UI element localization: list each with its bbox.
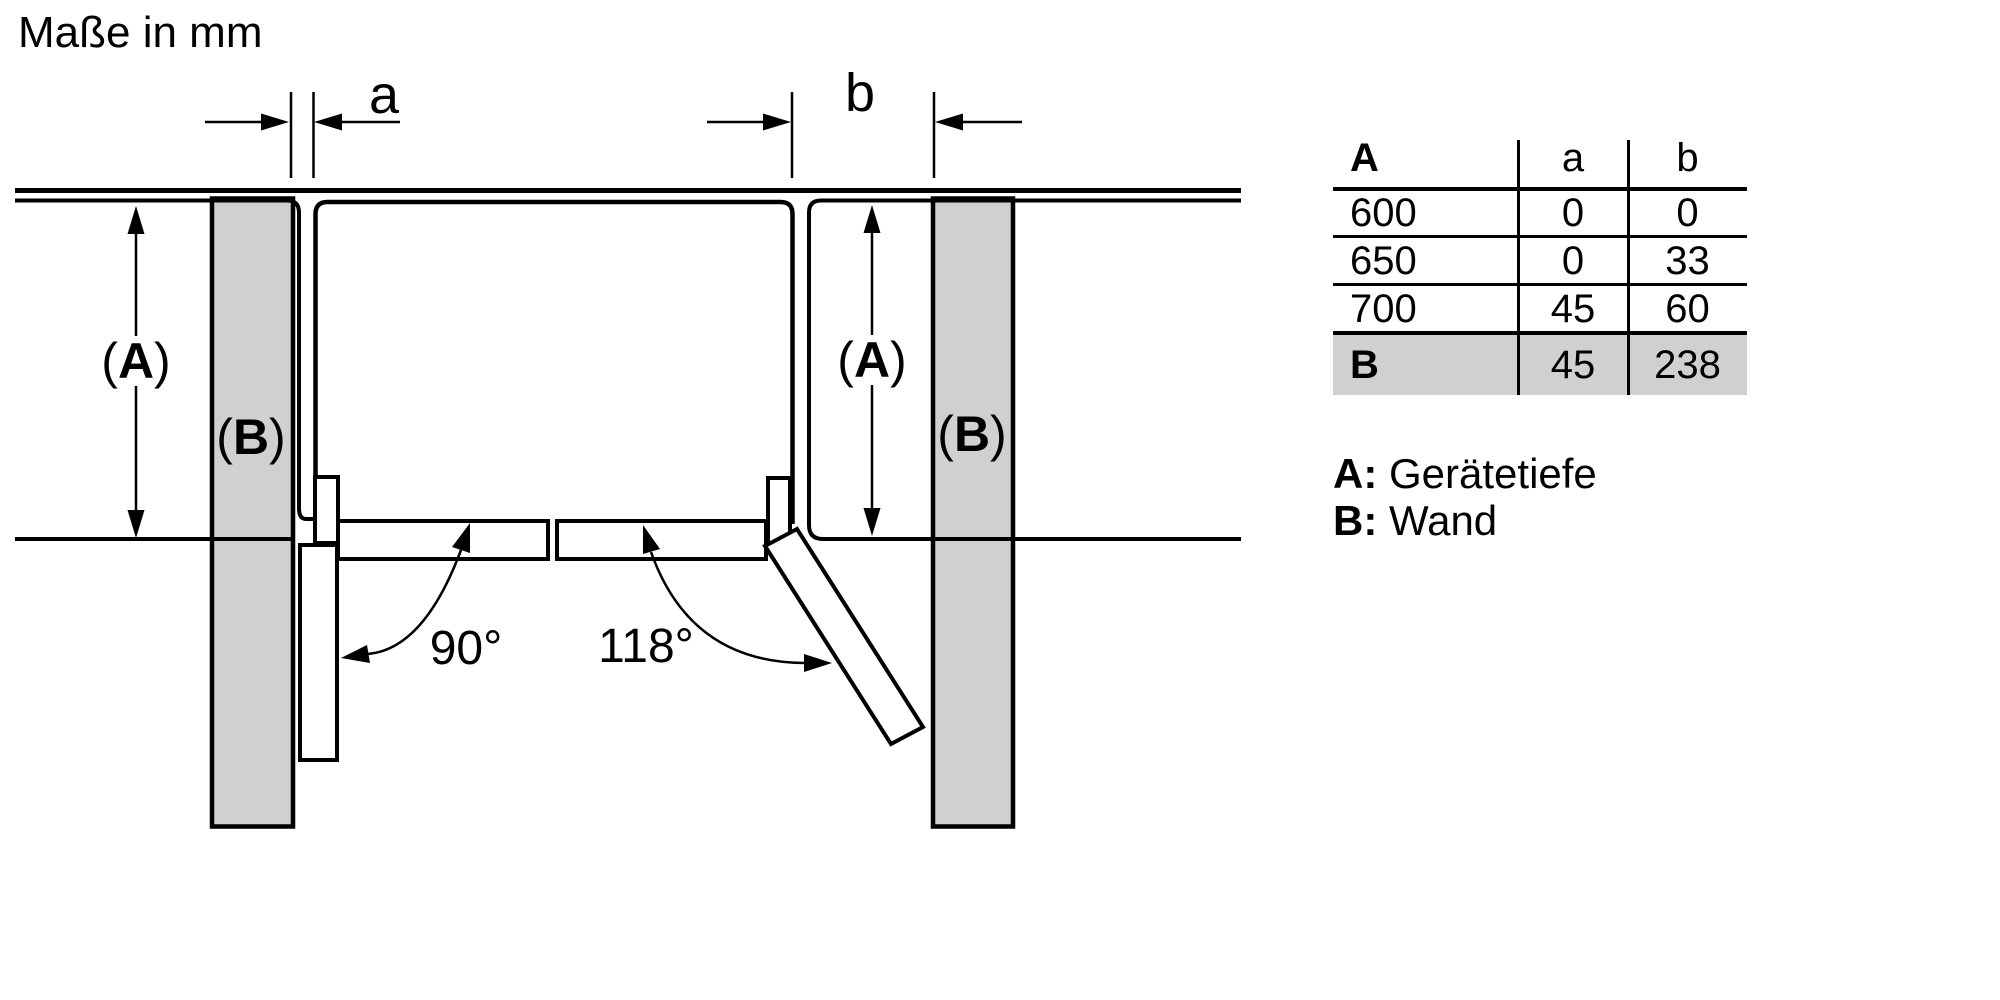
cell-depth: 600 <box>1350 190 1417 235</box>
table-row-highlighted: B 45 238 <box>1333 335 1747 395</box>
door-right-open-118 <box>762 526 926 747</box>
depth-letter: A <box>853 332 891 388</box>
cell-a: 45 <box>1550 342 1596 387</box>
table-column-separator <box>1626 140 1630 395</box>
dim-depth-right-arrowhead-up <box>863 205 881 233</box>
table-row: 700 45 60 <box>1333 286 1747 332</box>
cell-depth: 650 <box>1350 238 1417 283</box>
dim-b-label: b <box>844 63 876 123</box>
table-header-row: A a b <box>1333 130 1747 187</box>
legend: A: Gerätetiefe B: Wand <box>1333 450 1597 544</box>
arc-118-arrowhead-top <box>643 525 660 554</box>
niche-left-panel <box>15 198 314 521</box>
dim-a-arrowhead-right <box>314 113 342 131</box>
dim-a-arrowhead-left <box>261 113 289 131</box>
hinge-left <box>313 475 340 545</box>
paren-close: ) <box>890 332 907 388</box>
table-row: 650 0 33 <box>1333 238 1747 284</box>
angle-label-118: 118° <box>598 620 694 673</box>
cell-b: 60 <box>1665 286 1710 331</box>
arc-118-arrowhead-right <box>804 654 832 672</box>
table-column-separator <box>1516 140 1520 395</box>
cell-depth: B <box>1350 342 1379 387</box>
dim-depth-right-arrowhead-down <box>863 508 881 536</box>
table-rule <box>1333 234 1747 238</box>
table-row: 600 0 0 <box>1333 190 1747 236</box>
dimension-table: A a b 600 0 0 650 0 33 700 45 60 B 45 23… <box>1333 130 1747 395</box>
dim-b-arrowhead-left <box>763 113 791 131</box>
door-left-open-90 <box>298 543 339 762</box>
paren-open: ( <box>216 409 233 465</box>
table-rule <box>1333 331 1747 335</box>
legend-value: Wand <box>1389 497 1498 544</box>
legend-value: Gerätetiefe <box>1389 450 1597 497</box>
table-header-a: a <box>1561 136 1585 180</box>
door-right-closed <box>555 519 768 561</box>
paren-open: ( <box>837 332 854 388</box>
table-rule <box>1333 187 1747 191</box>
dim-b-arrowhead-right <box>935 113 963 131</box>
arc-90-arrowhead-top <box>452 523 470 553</box>
appliance-body <box>313 199 795 528</box>
dim-depth-left-arrowhead-up <box>127 206 145 234</box>
cell-a: 45 <box>1550 286 1596 331</box>
depth-label-right: (A) <box>832 332 912 388</box>
legend-row-geraetetiefe: A: Gerätetiefe <box>1333 450 1597 497</box>
wall-pillar-left <box>209 196 296 829</box>
cell-depth: 700 <box>1350 286 1417 331</box>
table-rule <box>1333 282 1747 286</box>
installation-diagram <box>15 92 1241 829</box>
paren-close: ) <box>269 409 286 465</box>
niche-right-panel <box>807 198 1241 541</box>
legend-key: A: <box>1333 450 1378 497</box>
cell-a: 0 <box>1561 238 1585 283</box>
cell-b: 0 <box>1676 190 1699 235</box>
page-title: Maße in mm <box>18 8 263 57</box>
angle-label-90: 90° <box>429 622 503 675</box>
arc-118 <box>649 551 805 665</box>
dim-a-label: a <box>368 65 400 125</box>
arc-90-arrowhead-left <box>341 645 370 663</box>
depth-label-left: (A) <box>96 333 176 389</box>
arc-90 <box>367 549 463 656</box>
table-header-b: b <box>1676 136 1699 180</box>
paren-close: ) <box>990 406 1007 462</box>
wall-label-right: (B) <box>937 409 1006 459</box>
wall-letter: B <box>232 409 270 465</box>
cell-b: 238 <box>1654 342 1721 387</box>
table-header-A: A <box>1350 136 1379 180</box>
paren-open: ( <box>937 406 954 462</box>
paren-close: ) <box>154 333 171 389</box>
depth-letter: A <box>117 333 155 389</box>
wall-pillar-right <box>930 196 1016 829</box>
dim-depth-left-arrowhead-down <box>127 510 145 538</box>
cell-b: 33 <box>1665 238 1710 283</box>
legend-row-wand: B: Wand <box>1333 497 1597 544</box>
cell-a: 0 <box>1561 190 1585 235</box>
wall-label-left: (B) <box>216 412 285 462</box>
door-left-closed <box>336 519 550 561</box>
wall-letter: B <box>953 406 991 462</box>
paren-open: ( <box>101 333 118 389</box>
legend-key: B: <box>1333 497 1378 544</box>
